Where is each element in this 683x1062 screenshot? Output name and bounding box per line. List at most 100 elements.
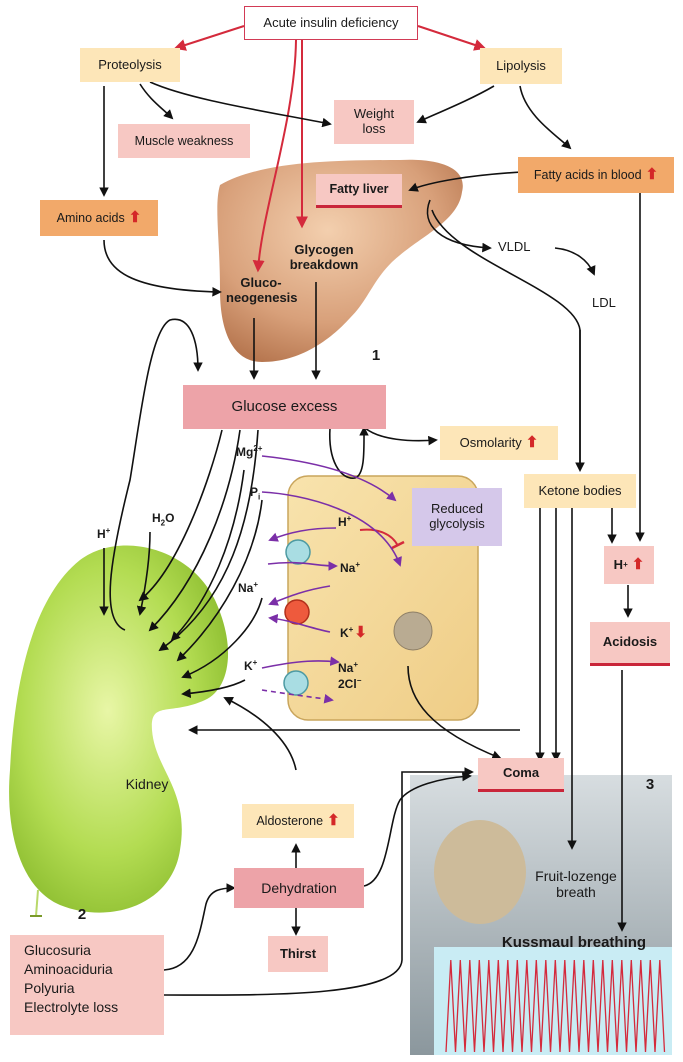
node-h-plus: H+ ⬆ <box>604 546 654 584</box>
arrow-insulin-proteolysis <box>173 25 245 51</box>
arrow-mg-kidney <box>170 469 245 642</box>
h2o-h: H <box>152 511 161 525</box>
k-left-charge: + <box>252 658 258 667</box>
label-na-cell: Na+ <box>340 560 360 576</box>
node-fatty-acids-in-blood: Fatty acids in blood ⬆ <box>518 157 674 193</box>
h2o-sub: 2 <box>160 518 166 528</box>
h-cell-charge: + <box>346 514 352 523</box>
arrow-loop-glucose <box>109 318 203 631</box>
arrow-dehydration-coma <box>363 771 472 887</box>
kidney-loss-item: Glucosuria <box>24 942 91 958</box>
na-cell-charge: + <box>355 560 361 569</box>
liver-shape <box>217 159 463 362</box>
k-cell-text: K <box>340 626 349 640</box>
arrow-losses-coma <box>163 767 474 996</box>
arrow-insulin-lipolysis <box>417 25 487 51</box>
marker-3: 3 <box>645 776 655 793</box>
node-acidosis: Acidosis <box>590 622 670 666</box>
marker-1: 1 <box>371 347 381 364</box>
arrow-k-kidney <box>181 679 246 699</box>
kidney-shape <box>9 545 229 913</box>
increase-arrow-icon: ⬆ <box>128 209 142 227</box>
na2cl-cl-charge: − <box>356 675 362 685</box>
kidney-loss-item: Electrolyte loss <box>24 998 119 1015</box>
arrow-mg-into-cell <box>261 455 397 502</box>
aldosterone-label: Aldosterone <box>256 813 324 828</box>
arrow-glucose-kidney-2 <box>148 429 241 632</box>
increase-arrow-icon: ⬆ <box>525 434 539 452</box>
pump <box>284 599 310 625</box>
node-fatty-liver: Fatty liver <box>316 174 402 208</box>
arrow-lipolysis-fatty <box>519 85 572 150</box>
label-kidney: Kidney <box>125 776 169 792</box>
arrow-fatty-vldl <box>426 199 492 253</box>
node-ketone-bodies: Ketone bodies <box>524 474 636 508</box>
arrow-lipolysis-weight <box>416 85 495 124</box>
label-kussmaul-breathing: Kussmaul breathing <box>501 934 647 951</box>
node-glucose-excess: Glucose excess <box>183 385 386 429</box>
node-proteolysis: Proteolysis <box>80 48 180 82</box>
marker-2: 2 <box>77 906 87 923</box>
node-dehydration: Dehydration <box>234 868 364 908</box>
node-osmolarity: Osmolarity ⬆ <box>440 426 558 460</box>
node-lipolysis: Lipolysis <box>480 48 562 84</box>
decrease-arrow-icon: ⬇ <box>354 624 367 641</box>
k-cell-charge: + <box>348 625 354 634</box>
arrow-proteolysis-weight <box>149 81 332 128</box>
arrow-h-block-bar <box>391 540 405 550</box>
na-left-charge: + <box>253 580 259 589</box>
label-na-2cl: Na+ 2Cl− <box>338 660 361 692</box>
arrow-h-out <box>268 527 337 542</box>
label-na-left: Na+ <box>238 580 258 596</box>
increase-arrow-icon: ⬆ <box>645 166 659 184</box>
label-ldl: LDL <box>592 295 616 310</box>
arrow-fatty-ketone <box>431 209 585 472</box>
arrow-fatty-fattyliver <box>408 171 523 192</box>
na2cl-na: Na <box>338 661 354 675</box>
ureter <box>35 889 39 917</box>
node-muscle-weakness: Muscle weakness <box>118 124 250 158</box>
pi-sub: i <box>258 492 261 502</box>
arrow-vldl-ldl <box>554 247 596 276</box>
arrow-na2cl-in <box>261 689 334 704</box>
arrow-glucose-osmolarity <box>364 427 438 446</box>
na-left-text: Na <box>238 581 254 595</box>
k-left-text: K <box>244 659 253 673</box>
kidney-loss-item: Aminoaciduria <box>24 960 113 977</box>
label-mg: Mg2+ <box>236 444 262 460</box>
label-gluconeogenesis: Gluco-neogenesis <box>226 275 298 305</box>
label-pi: Pi <box>250 485 261 502</box>
label-glycogen-breakdown: Glycogen breakdown <box>289 242 359 272</box>
node-amino-acids: Amino acids ⬆ <box>40 200 158 236</box>
cell-nucleus <box>393 611 433 651</box>
mg-charge: 2+ <box>253 444 263 453</box>
label-vldl: VLDL <box>498 239 531 254</box>
h-left-charge: + <box>105 526 111 535</box>
patient-head <box>434 820 526 924</box>
label-fruit-lozenge-breath: Fruit-lozenge breath <box>535 868 617 901</box>
kussmaul-trace <box>445 959 666 1053</box>
na-cell-text: Na <box>340 561 356 575</box>
label-k-left: K+ <box>244 658 257 674</box>
arrow-k-in-cell <box>261 656 340 669</box>
arrow-na-in <box>267 561 338 571</box>
arrow-na-kidney <box>181 597 263 679</box>
transporter-2 <box>283 670 309 696</box>
label-k-cell: K+⬇ <box>340 624 367 641</box>
node-reduced-glycolysis: Reduced glycolysis <box>412 488 502 546</box>
node-acute-insulin-deficiency: Acute insulin deficiency <box>244 6 418 40</box>
arrow-pi-kidney <box>176 499 263 662</box>
increase-arrow-icon: ⬆ <box>631 556 645 574</box>
amino-acids-label: Amino acids <box>56 210 125 225</box>
h-plus-label: H <box>613 556 624 572</box>
node-coma: Coma <box>478 758 564 792</box>
kidney-loss-item: Polyuria <box>24 979 75 996</box>
arrow-losses-dehydration <box>163 883 236 971</box>
arrow-glucose-kidney-3 <box>158 429 259 652</box>
transporter-1 <box>285 539 311 565</box>
arrow-h-block <box>359 528 399 547</box>
